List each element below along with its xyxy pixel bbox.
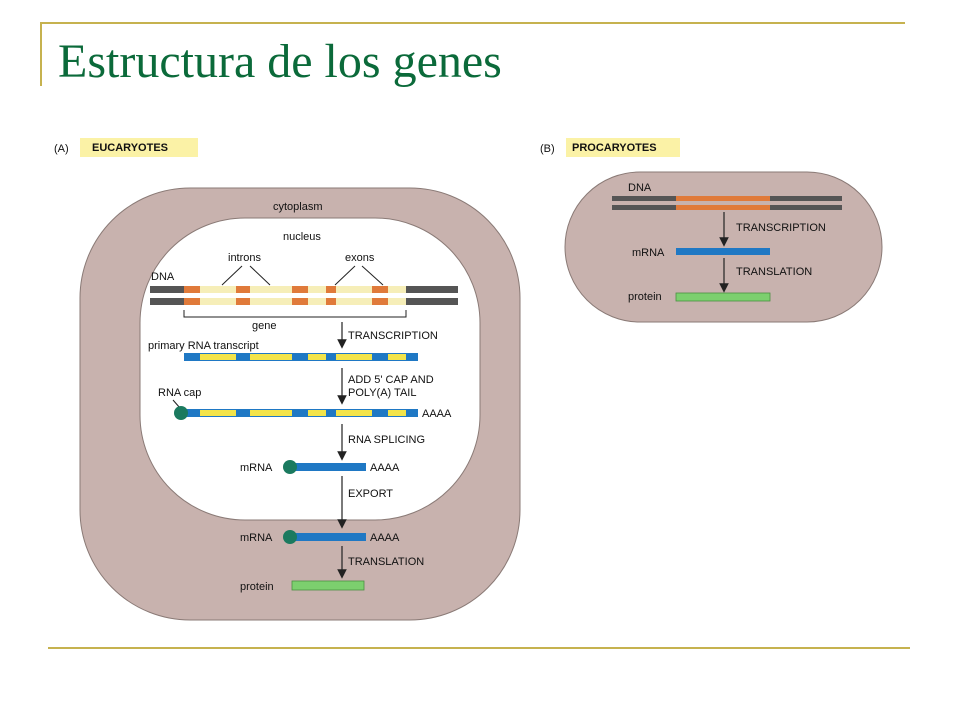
rna-splicing-label: RNA SPLICING (348, 434, 425, 446)
poly-a-tail-3: AAAA (370, 532, 400, 544)
mrna-strand-b (676, 248, 770, 255)
capped-rna-transcript (174, 406, 418, 420)
left-accent-line (40, 22, 42, 86)
exons-pointer-right (361, 265, 384, 286)
slide-title: Estructura de los genes (58, 35, 502, 88)
introns-pointer-left (221, 265, 243, 286)
rna-cap-label: RNA cap (158, 387, 201, 399)
mrna-label-cytoplasmic: mRNA (240, 532, 273, 544)
top-accent-line (40, 22, 905, 24)
dna-label-a: DNA (151, 271, 175, 283)
add-cap-label-line1: ADD 5' CAP AND (348, 374, 434, 386)
mrna-cap-nuclear (283, 460, 297, 474)
mrna-strand-nuclear (290, 463, 366, 471)
nucleus-label: nucleus (283, 231, 321, 243)
poly-a-tail-2: AAAA (370, 462, 400, 474)
introns-pointer-right (249, 265, 271, 286)
panel-b-label-bg (566, 138, 680, 157)
primary-rna-transcript (184, 353, 418, 361)
mrna-label-nuclear: mRNA (240, 462, 273, 474)
mrna-strand-cytoplasmic (290, 533, 366, 541)
panel-b-tag: (B) (540, 143, 555, 155)
export-label: EXPORT (348, 488, 393, 500)
exons-pointer-left (334, 265, 356, 286)
translation-label-a: TRANSLATION (348, 556, 424, 568)
mrna-cap-cytoplasmic (283, 530, 297, 544)
introns-label: introns (228, 252, 262, 264)
protein-label-b: protein (628, 291, 662, 303)
panel-eucaryotes: (A) EUCARYOTES cytoplasm nucleus introns… (54, 138, 521, 621)
panel-a-label-bg (80, 138, 198, 157)
primary-rna-label: primary RNA transcript (148, 340, 259, 352)
bottom-accent-line (48, 647, 910, 649)
transcription-label-b: TRANSCRIPTION (736, 222, 826, 234)
panel-b-label: PROCARYOTES (572, 142, 657, 154)
protein-bar-b (675, 292, 771, 302)
dna-double-helix-a (150, 286, 458, 305)
gene-bracket (183, 310, 407, 318)
rna-cap-circle (174, 406, 188, 420)
panel-a-tag: (A) (54, 143, 69, 155)
panel-a-label: EUCARYOTES (92, 142, 168, 154)
poly-a-tail-1: AAAA (422, 408, 452, 420)
translation-label-b: TRANSLATION (736, 266, 812, 278)
protein-bar-a (291, 580, 365, 591)
panel-procaryotes: (B) PROCARYOTES DNA TRANSCRIPTION mRNA T… (540, 138, 883, 323)
dna-label-b: DNA (628, 182, 652, 194)
dna-double-helix-b (612, 196, 842, 210)
exons-label: exons (345, 252, 375, 264)
protein-label-a: protein (240, 581, 274, 593)
transcription-label-a: TRANSCRIPTION (348, 330, 438, 342)
gene-label: gene (252, 320, 276, 332)
nucleus-shape (139, 217, 481, 521)
mrna-label-b: mRNA (632, 247, 665, 259)
add-cap-label-line2: POLY(A) TAIL (348, 387, 416, 399)
cytoplasm-label: cytoplasm (273, 201, 323, 213)
